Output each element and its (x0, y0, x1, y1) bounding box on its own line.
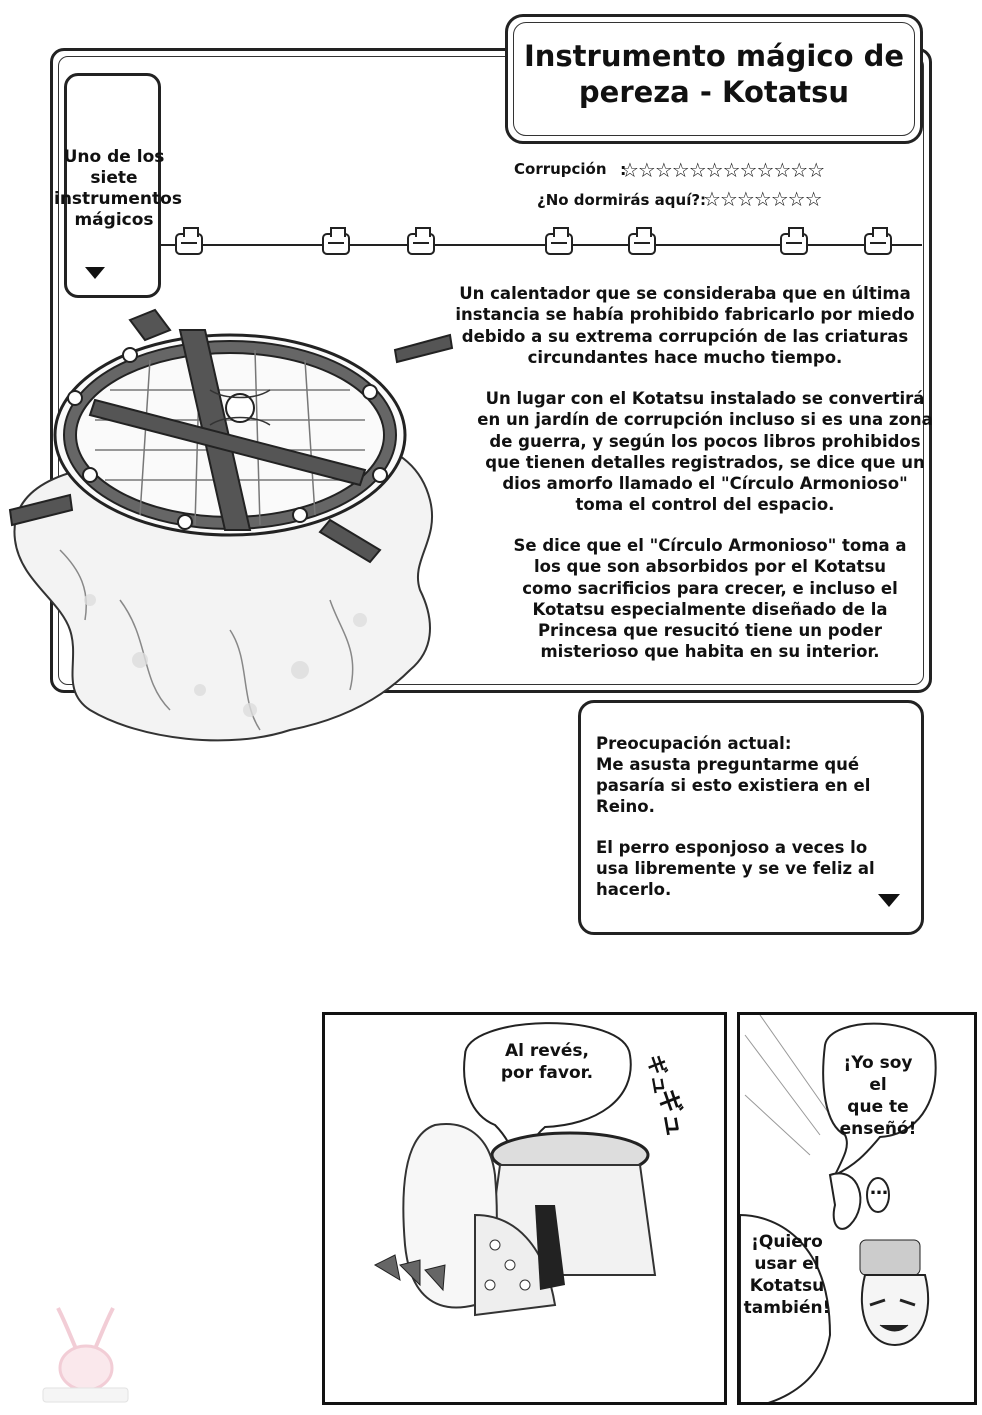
concern-box (578, 700, 924, 935)
rating-corruption-colon: : (620, 160, 627, 179)
divider-rail (160, 244, 922, 246)
speech-bubble-1-text: Al revés, por favor. (500, 1041, 594, 1083)
speech-bubble-2-text: ¡Yo soy el que te enseñó! (839, 1053, 917, 1139)
concern-paragraph-2: El perro esponjoso a veces lo usa librem… (596, 838, 875, 899)
rating-corruption-stars: ☆☆☆☆☆☆☆☆☆☆☆☆ (621, 158, 825, 182)
speech-bubble-3-text: ¡Quiero usar el Kotatsu también! (743, 1232, 831, 1318)
page-title: Instrumento mágico de pereza - Kotatsu (523, 39, 905, 109)
info-card-inner-frame (58, 56, 924, 685)
rail-clip-icon (545, 227, 573, 255)
title-box-inner (513, 22, 915, 136)
rating-sleep-label: ¿No dormirás aquí?: (537, 191, 707, 209)
rail-clip-icon (322, 227, 350, 255)
rail-clip-icon (780, 227, 808, 255)
description-paragraph-2: Un lugar con el Kotatsu instalado se con… (477, 389, 933, 515)
concern-heading: Preocupación actual: (596, 734, 792, 753)
rail-clip-icon (628, 227, 656, 255)
rail-clip-icon (864, 227, 892, 255)
concern-text: Preocupación actual: Me asusta preguntar… (596, 733, 916, 900)
concern-paragraph-1: Me asusta preguntarme qué pasaría si est… (596, 755, 871, 816)
title-box (505, 14, 923, 144)
down-triangle-icon (85, 267, 105, 279)
kotatsu-illustration (8, 308, 454, 742)
rail-clip-icon (407, 227, 435, 255)
scanlation-watermark-logo (42, 1307, 129, 1403)
down-triangle-icon (878, 894, 900, 907)
category-tag-text: Uno de los siete instrumentos mágicos (54, 147, 182, 230)
description-paragraph-1: Un calentador que se consideraba que en … (455, 284, 915, 367)
rating-corruption-label: Corrupción (514, 160, 607, 178)
panel-left-art (373, 1022, 657, 1317)
category-tag-box (64, 73, 161, 298)
comic-panel-left (322, 1012, 727, 1405)
comic-panel-right (737, 1012, 977, 1405)
description-paragraph-3: Se dice que el "Círculo Armonioso" toma … (513, 536, 907, 662)
rail-clip-icon (175, 227, 203, 255)
ellipsis-bubble-text: … (870, 1178, 888, 1199)
rating-sleep-stars: ☆☆☆☆☆☆☆ (703, 187, 823, 211)
panel-right-art (740, 1015, 937, 1402)
info-card-frame (50, 48, 932, 693)
